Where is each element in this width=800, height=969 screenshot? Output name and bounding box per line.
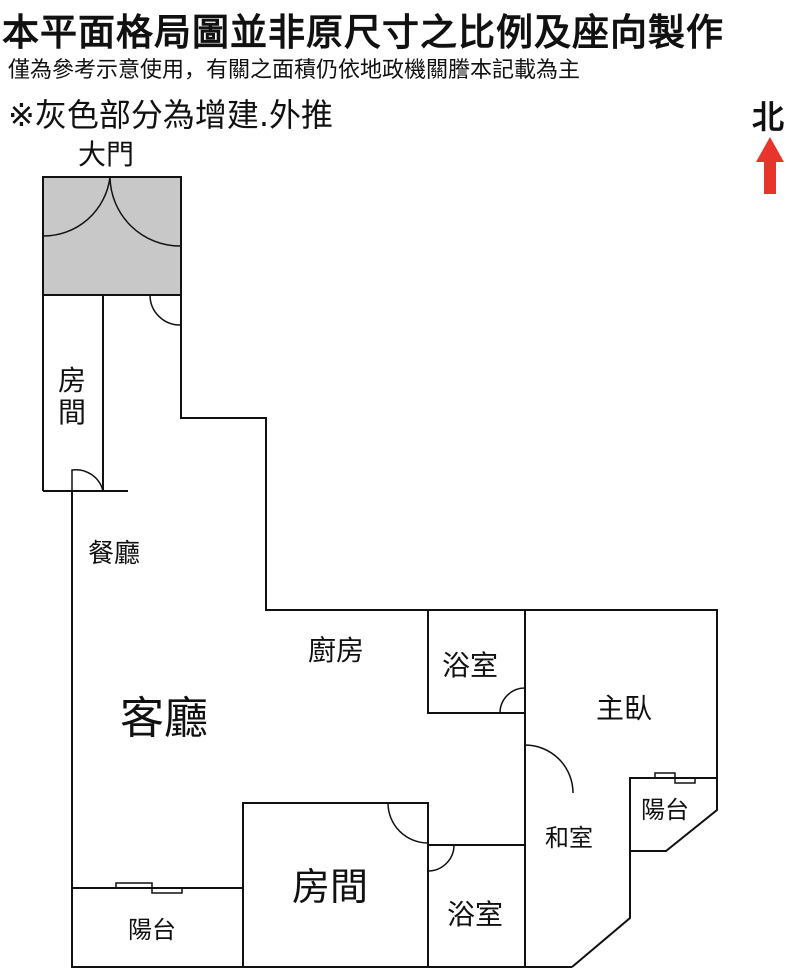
- label-washitsu: 和室: [545, 824, 593, 852]
- entrance-door-swing: [149, 294, 182, 326]
- label-kitchen: 廚房: [308, 634, 364, 667]
- label-balcony-left: 陽台: [128, 916, 176, 944]
- label-bath-bottom: 浴室: [447, 898, 503, 931]
- label-dining: 餐廳: [88, 539, 140, 569]
- bath-top-walls: [427, 610, 525, 714]
- addition-area: [42, 176, 182, 296]
- outer-wall-north-step: [180, 295, 718, 778]
- bath-top-door-swing: [499, 687, 526, 714]
- main-door-swing-right: [109, 176, 181, 247]
- bath-bottom-door-swing: [427, 844, 455, 872]
- balcony-left-window: [115, 882, 153, 889]
- label-bath-top: 浴室: [442, 649, 498, 682]
- label-main-door: 大門: [78, 138, 134, 171]
- room-top-door-swing: [71, 468, 104, 492]
- disclaimer-title: 本平面格局圖並非原尺寸之比例及座向製作: [2, 11, 724, 54]
- balcony-right-window: [654, 772, 676, 779]
- label-room-top-1: 房: [58, 364, 86, 397]
- master-door-swing: [524, 744, 574, 794]
- label-room-top-2: 間: [58, 396, 86, 429]
- label-balcony-right: 陽台: [641, 796, 689, 824]
- label-living: 客廳: [120, 693, 208, 744]
- room-bottom-door-swing: [387, 802, 429, 844]
- outer-wall-southeast: [571, 851, 631, 968]
- label-room-bottom: 房間: [292, 865, 368, 909]
- north-arrow-icon: [756, 137, 784, 194]
- outer-wall-east-angle: [629, 777, 718, 852]
- main-door-swing-left: [42, 176, 111, 237]
- disclaimer-subtitle: 僅為參考示意使用，有關之面積仍依地政機關謄本記載為主: [8, 58, 581, 83]
- north-label: 北: [752, 98, 785, 136]
- room-bottom-walls: [242, 802, 429, 967]
- balcony-left-window2: [151, 887, 183, 894]
- label-master: 主臥: [596, 692, 652, 725]
- balcony-right-window2: [674, 777, 696, 784]
- outer-wall-west-lower: [71, 491, 572, 968]
- grey-area-note: ※灰色部分為增建.外推: [8, 96, 333, 134]
